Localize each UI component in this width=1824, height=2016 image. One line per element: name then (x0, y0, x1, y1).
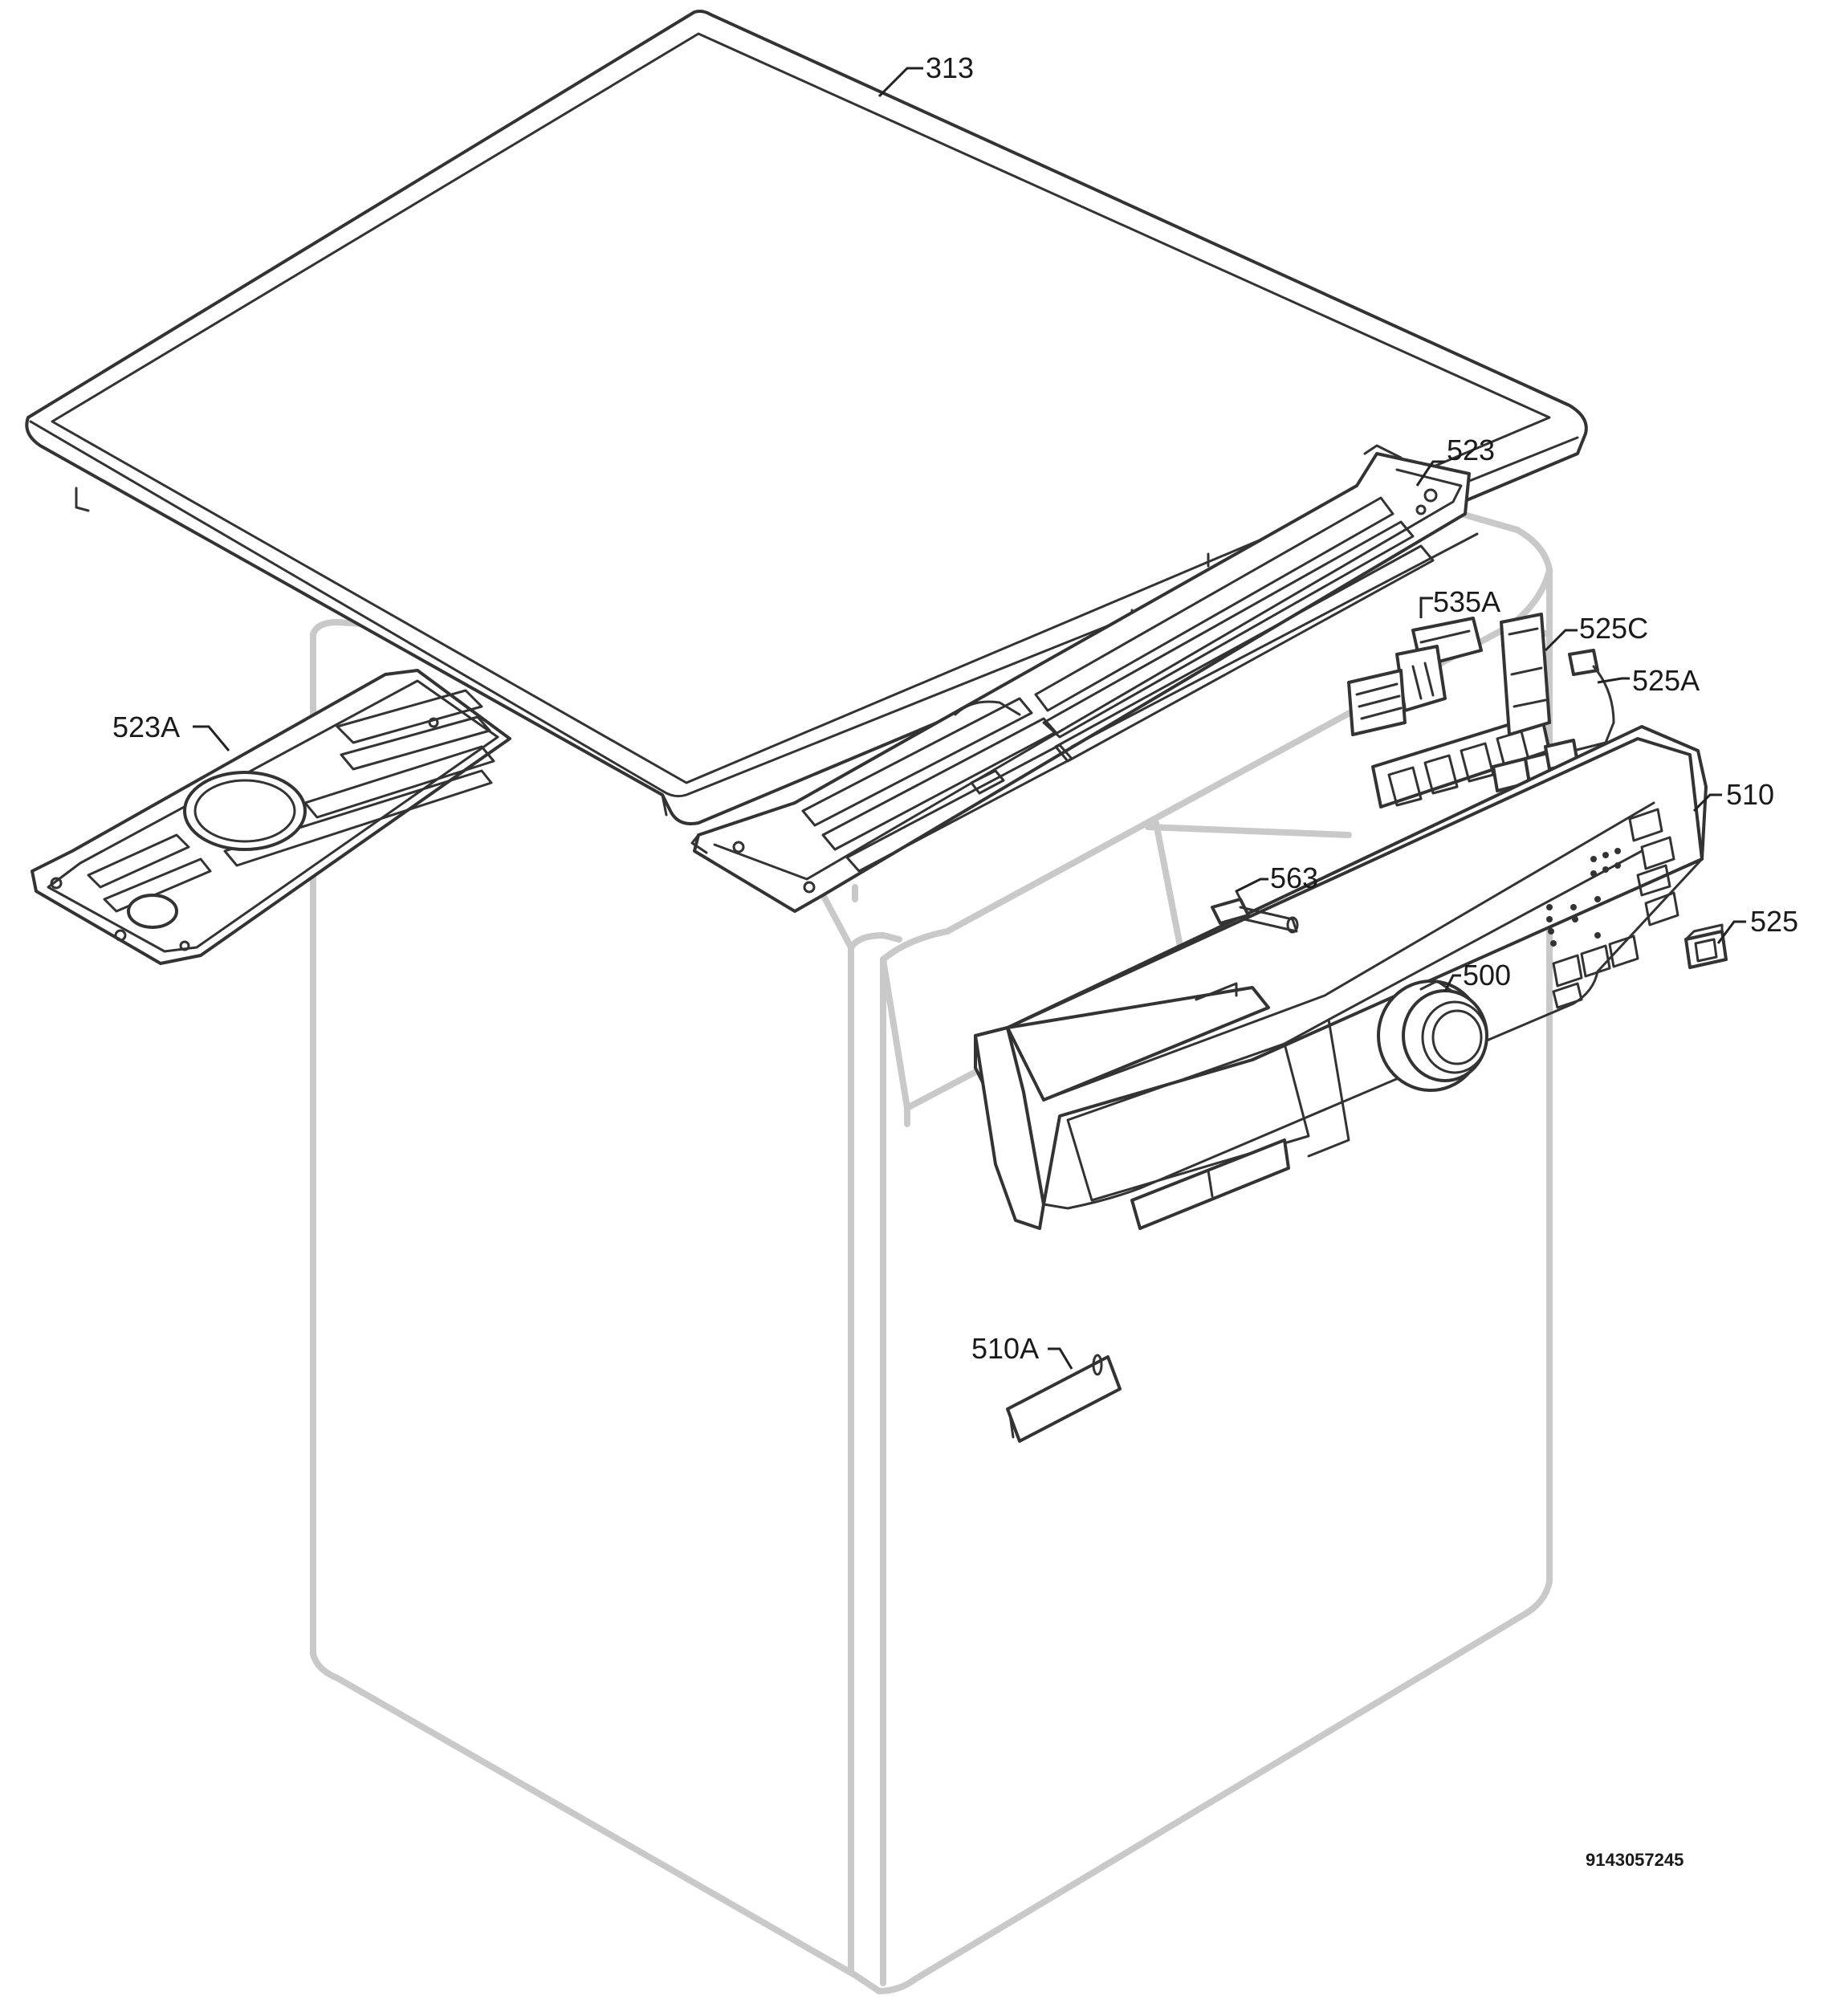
knob-500 (1377, 979, 1488, 1092)
document-id: 9143057245 (1586, 1850, 1684, 1870)
top-lid-313 (25, 10, 1588, 825)
rear-rail-523 (690, 444, 1479, 913)
label-525C: 525C (1579, 612, 1648, 645)
bottom-plate-523A (31, 669, 511, 965)
label-535A: 535A (1433, 585, 1500, 618)
switch-525 (1684, 923, 1728, 969)
switch-parts-535A (1347, 617, 1551, 808)
label-563: 563 (1270, 861, 1318, 894)
part-labels: 313 523 523A 535A 525C 525A 510 563 525 … (112, 51, 1798, 1870)
leader-lines (193, 67, 1746, 1370)
label-525: 525 (1750, 905, 1798, 938)
label-510A: 510A (971, 1332, 1039, 1365)
badge-510A (1006, 1354, 1122, 1443)
label-500: 500 (1463, 959, 1511, 992)
label-525A: 525A (1632, 664, 1700, 697)
pin-563 (1211, 890, 1299, 934)
label-523A: 523A (112, 711, 180, 743)
control-panel-510 (974, 725, 1708, 1230)
label-313: 313 (926, 51, 974, 84)
label-510: 510 (1726, 778, 1774, 811)
label-523: 523 (1447, 434, 1495, 466)
connector-525C (1500, 613, 1551, 736)
